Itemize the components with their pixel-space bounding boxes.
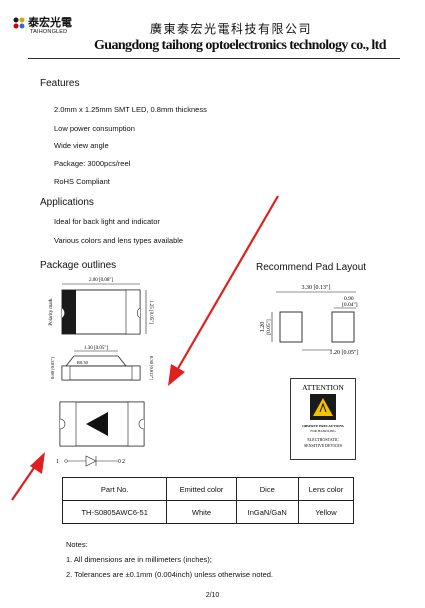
logo-mark-icon: [13, 17, 25, 29]
note-item: 2. Tolerances are ±0.1mm (0.004inch) unl…: [66, 570, 274, 579]
dim-height2-label: 0.30 [0.012"]: [149, 356, 154, 380]
application-item: Various colors and lens types available: [54, 236, 184, 245]
table-header-cell: Emitted color: [166, 477, 237, 501]
table-cell: InGaN/GaN: [235, 500, 299, 524]
table-cell: TH-S0805AWC6-51: [61, 500, 168, 524]
dim-length-label: 2.00 [0.08"]: [89, 278, 113, 283]
page-number: 2/10: [205, 592, 220, 599]
dim-width-label: 1.25 [0.05"]: [148, 300, 153, 324]
notes-heading: Notes:: [66, 540, 88, 549]
attention-line1: OBSERVE PRECAUTIONS: [302, 424, 344, 428]
feature-item: 2.0mm x 1.25mm SMT LED, 0.8mm thickness: [54, 105, 207, 114]
package-outlines-heading: Package outlines: [40, 260, 117, 271]
pad-gap-dim: 1.20 [0.05"]: [330, 350, 359, 356]
table-header-cell: Dice: [235, 477, 299, 501]
package-bottom-view-drawing: 1 2: [56, 401, 145, 467]
esd-attention-box: ATTENTION OBSERVE PRECAUTIONS FOR HANDLI…: [290, 378, 356, 460]
dim-radius-label: R0.30: [77, 360, 89, 365]
table-header-cell: Lens color: [297, 477, 355, 501]
note-item: 1. All dimensions are in millimeters (in…: [66, 555, 212, 564]
logo-english-text: TAIHONGLED: [30, 29, 68, 35]
attention-line2: FOR HANDLING: [310, 429, 336, 433]
features-heading: Features: [40, 78, 80, 89]
table-cell: Yellow: [297, 500, 355, 524]
pad-layout-heading: Recommend Pad Layout: [256, 262, 367, 273]
pad-height-dim-in: [0.05"]: [266, 319, 272, 335]
dim-height-label: 0.80 [0.03"]: [50, 357, 55, 379]
pad-width-dim-in: [0.04"]: [342, 302, 358, 308]
table-cell: White: [166, 500, 237, 524]
dim-pad-label: 1.30 [0.05"]: [84, 346, 108, 351]
polarity-triangle: [86, 412, 108, 436]
feature-item: Low power consumption: [54, 124, 135, 133]
diode-symbol-icon: [85, 455, 97, 467]
feature-item: Wide view angle: [54, 141, 109, 150]
pin1-label: 1: [56, 459, 59, 465]
header-divider: [28, 58, 400, 59]
pad-layout-drawing: 3.30 [0.13"] 0.90 [0.04"] 1.20 [0.05"] 1…: [260, 285, 359, 356]
table-header-row: Part No. Emitted color Dice Lens color: [61, 477, 355, 501]
company-name-chinese: 廣東泰宏光電科技有限公司: [150, 22, 313, 36]
logo-chinese-text: 泰宏光電: [28, 16, 72, 29]
applications-heading: Applications: [40, 197, 94, 208]
company-name-english: Guangdong taihong optoelectronics techno…: [94, 38, 387, 53]
table-header-cell: Part No.: [61, 477, 168, 501]
attention-title: ATTENTION: [302, 383, 344, 392]
table-row: TH-S0805AWC6-51 White InGaN/GaN Yellow: [61, 500, 355, 524]
company-logo: 泰宏光電 TAIHONGLED: [12, 14, 107, 40]
annotation-arrow-lower: [11, 461, 39, 501]
application-item: Ideal for back light and indicator: [54, 217, 160, 226]
feature-item: RoHS Compliant: [54, 177, 110, 186]
pad-total-dim: 3.30 [0.13"]: [302, 285, 331, 291]
feature-item: Package: 3000pcs/reel: [54, 159, 131, 168]
attention-line4: SENSITIVE DEVICES: [304, 443, 342, 448]
polarity-mark-label: Polarity mark: [49, 298, 54, 326]
pin2-label: 2: [122, 459, 125, 465]
pad-width-dim: 0.90: [344, 296, 354, 302]
attention-line3: ELECTROSTATIC: [307, 437, 339, 442]
package-top-view-drawing: 2.00 [0.08"] 1.25 [0.05"] Polarity mark: [49, 278, 153, 335]
spec-table: Part No. Emitted color Dice Lens color T…: [61, 477, 355, 524]
package-side-view-drawing: 1.30 [0.05"] R0.30 0.80 [0.03"] 0.30 [0.…: [50, 346, 154, 380]
